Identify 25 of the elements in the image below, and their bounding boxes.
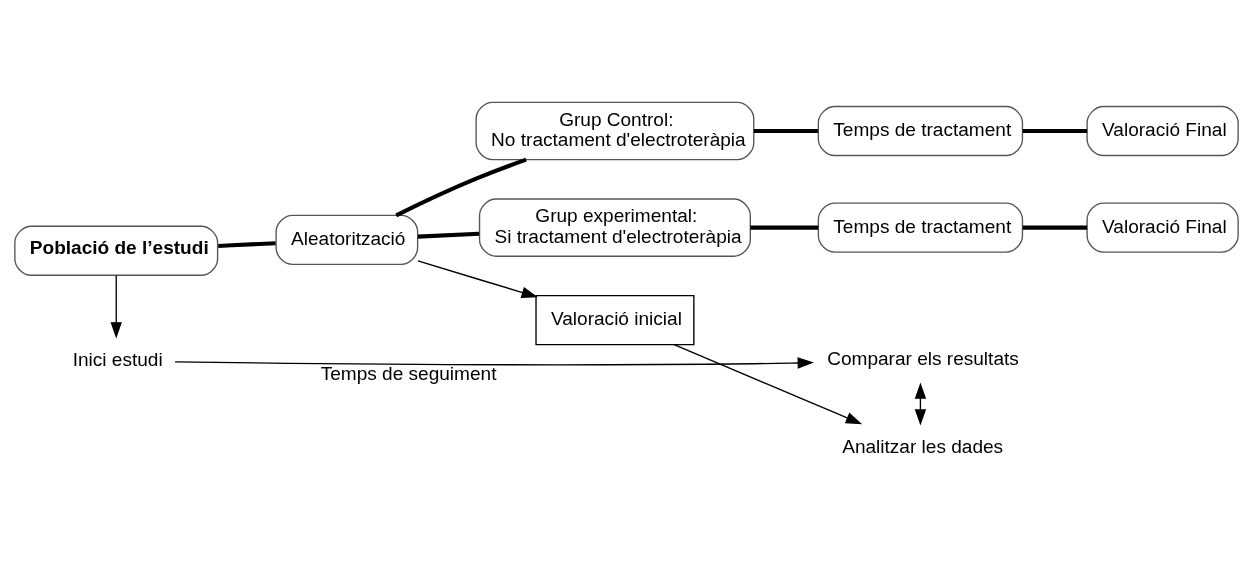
connector bbox=[1022, 225, 1088, 230]
arrow bbox=[110, 274, 122, 339]
arrow bbox=[673, 344, 863, 425]
node-box: Grup experimental: Si tractament d'electroteràpia bbox=[478, 198, 751, 257]
connector bbox=[218, 241, 276, 248]
node-text: Inici estudi bbox=[72, 349, 163, 371]
connector bbox=[750, 225, 819, 230]
connector bbox=[417, 231, 480, 239]
node-box: Valoració Final bbox=[1086, 202, 1239, 253]
node-box: Temps de tractament bbox=[817, 202, 1024, 253]
arrow bbox=[914, 382, 927, 426]
arrow bbox=[174, 357, 814, 369]
connector bbox=[753, 129, 818, 134]
connector bbox=[395, 157, 527, 218]
node-text: Comparar els resultats bbox=[827, 347, 1019, 369]
edge-label: Temps de seguiment bbox=[320, 362, 497, 384]
node-box: Valoració inicial bbox=[535, 295, 695, 346]
node-box: Aleatorització bbox=[275, 214, 419, 266]
node-text: Analitzar les dades bbox=[842, 436, 1004, 458]
node-box: Valoració Final bbox=[1086, 105, 1239, 157]
node-box: Població de l’estudi bbox=[14, 225, 219, 276]
node-box: Grup Control: No tractament d'electroteràpia bbox=[475, 101, 755, 161]
node-box: Temps de tractament bbox=[817, 105, 1024, 157]
connector bbox=[1022, 129, 1088, 134]
arrow bbox=[417, 260, 538, 298]
